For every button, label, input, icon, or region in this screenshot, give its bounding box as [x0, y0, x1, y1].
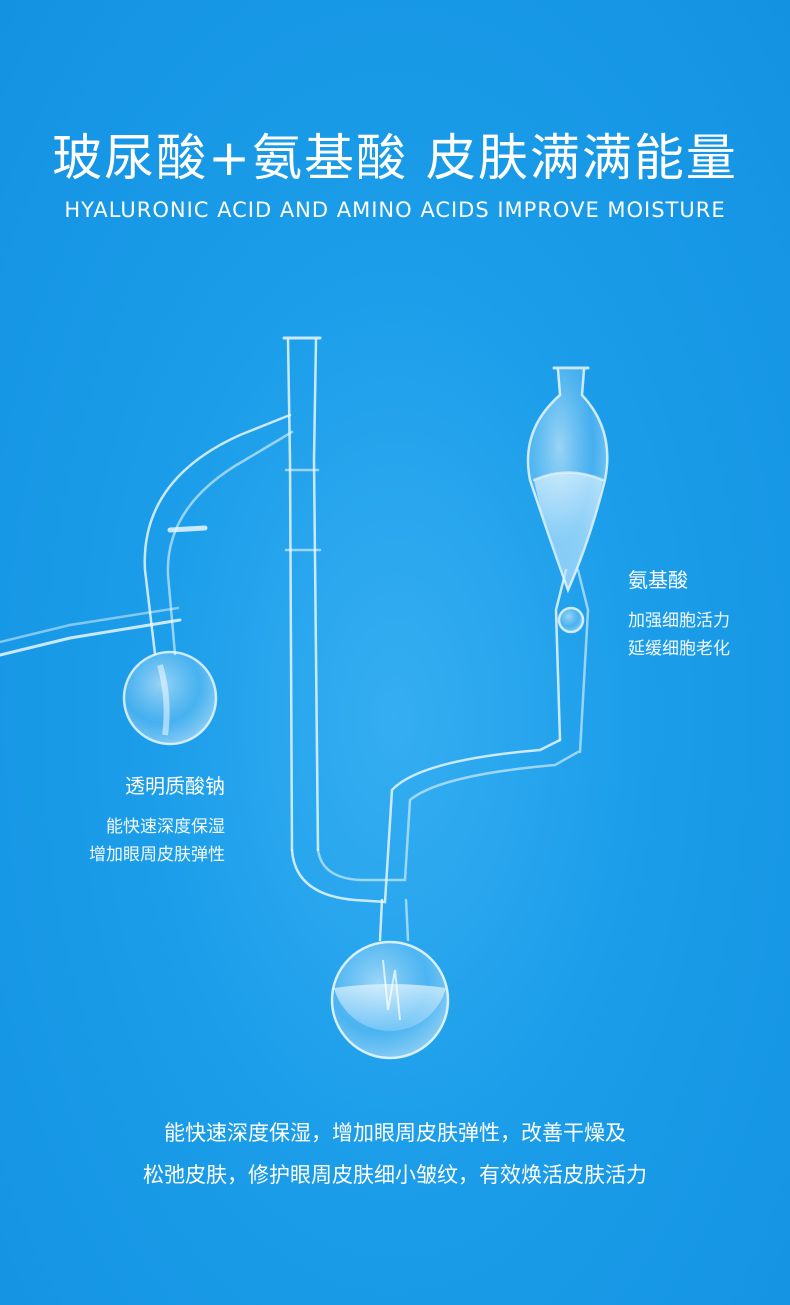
hyaluronic-acid-benefit: 增加眼周皮肤弹性	[89, 845, 225, 865]
description-line: 松弛皮肤，修护眼周皮肤细小皱纹，有效焕活皮肤活力	[143, 1163, 647, 1187]
glassware-illustration	[0, 336, 609, 1060]
hyaluronic-acid-heading: 透明质酸钠	[125, 774, 225, 798]
amino-acid-label: 氨基酸 加强细胞活力 延缓细胞老化	[628, 564, 730, 663]
amino-acid-benefit: 延缓细胞老化	[628, 639, 730, 659]
amino-acid-heading: 氨基酸	[628, 568, 688, 592]
product-description: 能快速深度保湿，增加眼周皮肤弹性，改善干燥及 松弛皮肤，修护眼周皮肤细小皱纹，有…	[0, 1112, 790, 1196]
description-line: 能快速深度保湿，增加眼周皮肤弹性，改善干燥及	[164, 1121, 626, 1145]
hyaluronic-acid-benefit: 能快速深度保湿	[106, 817, 225, 837]
hyaluronic-acid-label: 透明质酸钠 能快速深度保湿 增加眼周皮肤弹性	[89, 770, 225, 869]
page-subtitle: HYALURONIC ACID AND AMINO ACIDS IMPROVE …	[64, 198, 726, 222]
page-title: 玻尿酸+氨基酸 皮肤满满能量	[52, 129, 738, 187]
amino-acid-benefit: 加强细胞活力	[628, 611, 730, 631]
